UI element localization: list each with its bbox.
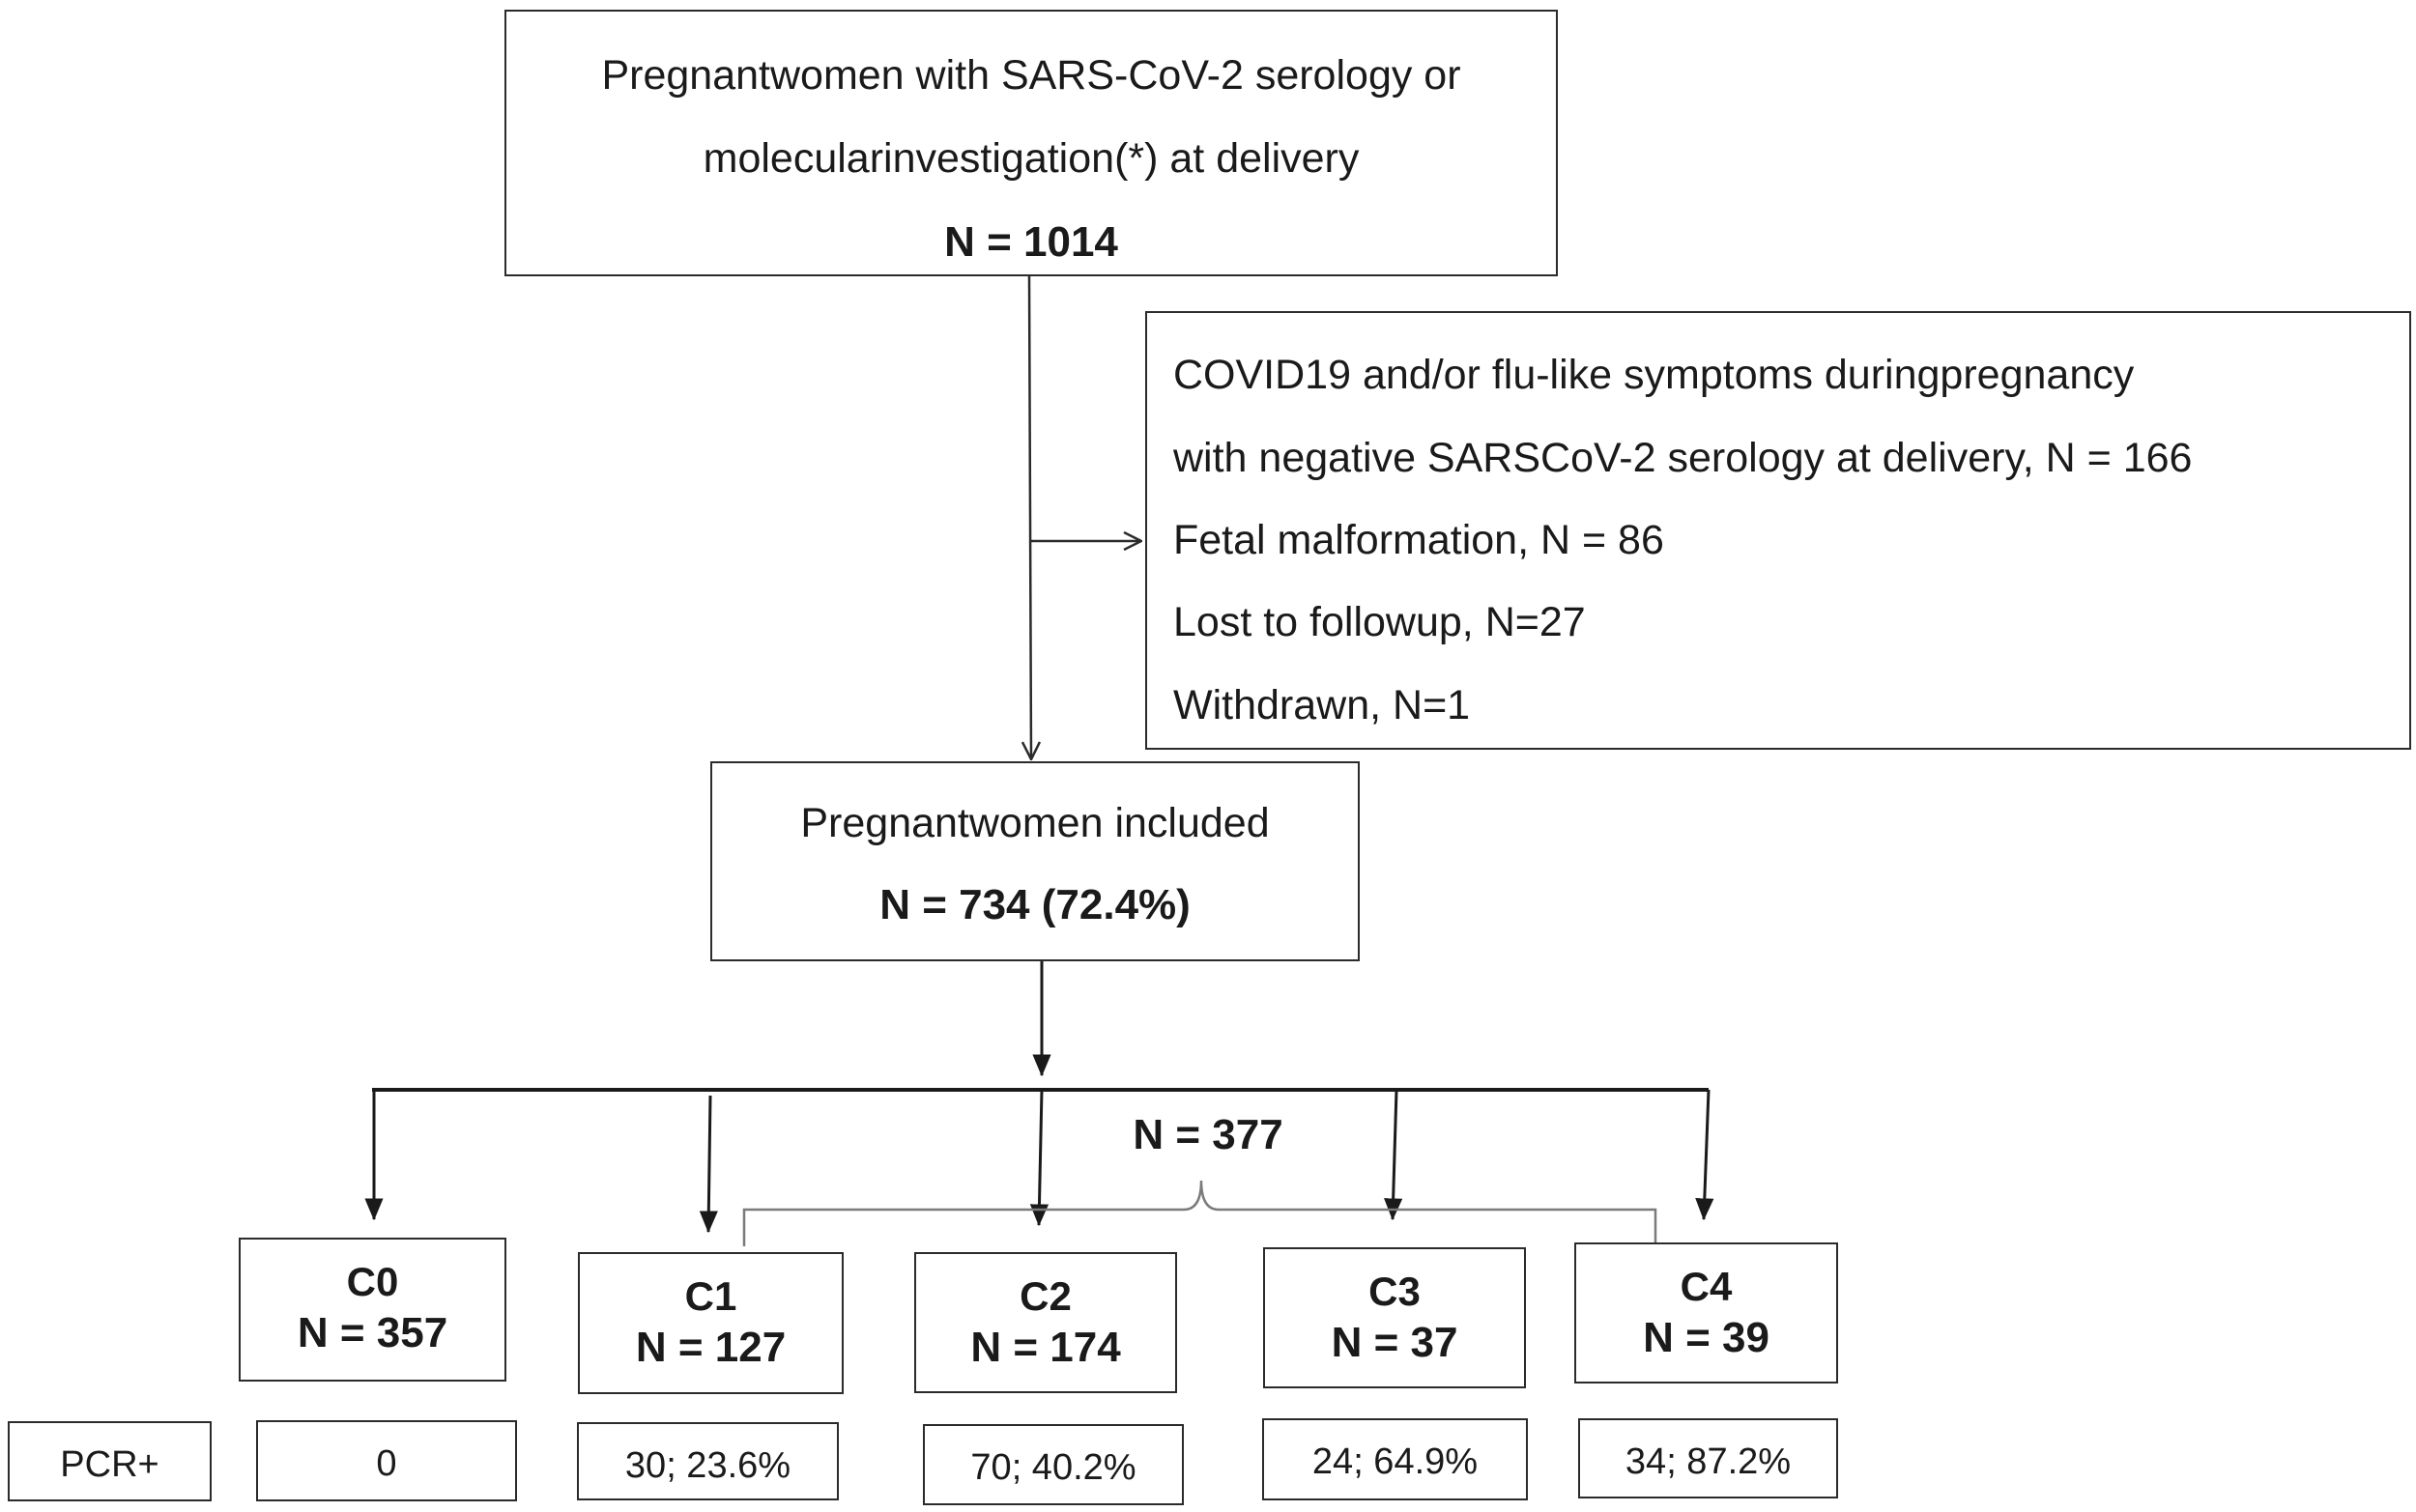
pcr-value: 30; 23.6% xyxy=(624,1445,791,1486)
category-name: C1 xyxy=(684,1273,737,1319)
pcr-cell-c1: 30; 23.6% xyxy=(577,1422,839,1500)
category-name: C3 xyxy=(1368,1269,1421,1314)
pcr-value: 24; 64.9% xyxy=(1311,1441,1479,1482)
included-population-box: Pregnantwomen included N = 734 (72.4%) xyxy=(710,761,1360,961)
category-name: C4 xyxy=(1680,1264,1733,1309)
pcr-cell-c2: 70; 40.2% xyxy=(923,1424,1184,1505)
category-box-c2: C2 N = 174 xyxy=(914,1252,1177,1393)
pcr-value: 34; 87.2% xyxy=(1625,1441,1792,1482)
included-population-label: Pregnantwomen included xyxy=(800,800,1270,846)
exclusion-item: COVID19 and/or flu-like symptoms duringp… xyxy=(1173,352,2135,398)
initial-population-box: Pregnantwomen with SARS-CoV-2 serology o… xyxy=(504,10,1558,276)
initial-population-line2: molecularinvestigation(*) at delivery xyxy=(703,135,1360,182)
category-name: C2 xyxy=(1020,1273,1072,1319)
arrow-to-c1 xyxy=(699,1095,718,1234)
initial-population-count: N = 1014 xyxy=(944,218,1118,266)
pcr-label-text: PCR+ xyxy=(60,1444,159,1485)
pcr-value: 70; 40.2% xyxy=(970,1447,1136,1488)
category-name: C0 xyxy=(346,1259,399,1304)
category-count: N = 39 xyxy=(1643,1314,1769,1361)
pcr-cell-c3: 24; 64.9% xyxy=(1262,1418,1528,1500)
category-box-c1: C1 N = 127 xyxy=(578,1252,844,1394)
arrow-to-c2 xyxy=(1029,1089,1050,1227)
exclusion-box: COVID19 and/or flu-like symptoms duringp… xyxy=(1145,311,2411,750)
pcr-value: 0 xyxy=(376,1443,397,1484)
category-count: N = 37 xyxy=(1331,1319,1458,1366)
initial-population-line1: Pregnantwomen with SARS-CoV-2 serology o… xyxy=(601,52,1461,99)
included-population-count: N = 734 (72.4%) xyxy=(879,881,1191,928)
arrow-to-c3 xyxy=(1384,1089,1403,1221)
pcr-row-label: PCR+ xyxy=(8,1421,212,1501)
main-flow-arrow xyxy=(1029,275,1031,759)
group-brace xyxy=(742,1180,1657,1246)
category-box-c0: C0 N = 357 xyxy=(239,1238,506,1382)
category-count: N = 357 xyxy=(297,1309,448,1356)
exclusion-item: with negative SARSCoV-2 serology at deli… xyxy=(1173,435,2193,481)
exclusion-item: Lost to followup, N=27 xyxy=(1173,599,1586,645)
category-count: N = 127 xyxy=(635,1324,787,1371)
category-count: N = 174 xyxy=(970,1324,1121,1371)
category-box-c3: C3 N = 37 xyxy=(1263,1247,1526,1388)
exclusion-item: Withdrawn, N=1 xyxy=(1173,682,1471,728)
group-total-label: N = 377 xyxy=(1133,1111,1283,1158)
exclusion-item: Fetal malformation, N = 86 xyxy=(1173,517,1664,563)
pcr-cell-c4: 34; 87.2% xyxy=(1578,1418,1838,1498)
category-box-c4: C4 N = 39 xyxy=(1574,1242,1838,1384)
pcr-cell-c0: 0 xyxy=(256,1420,517,1501)
arrow-to-c4 xyxy=(1695,1089,1714,1221)
